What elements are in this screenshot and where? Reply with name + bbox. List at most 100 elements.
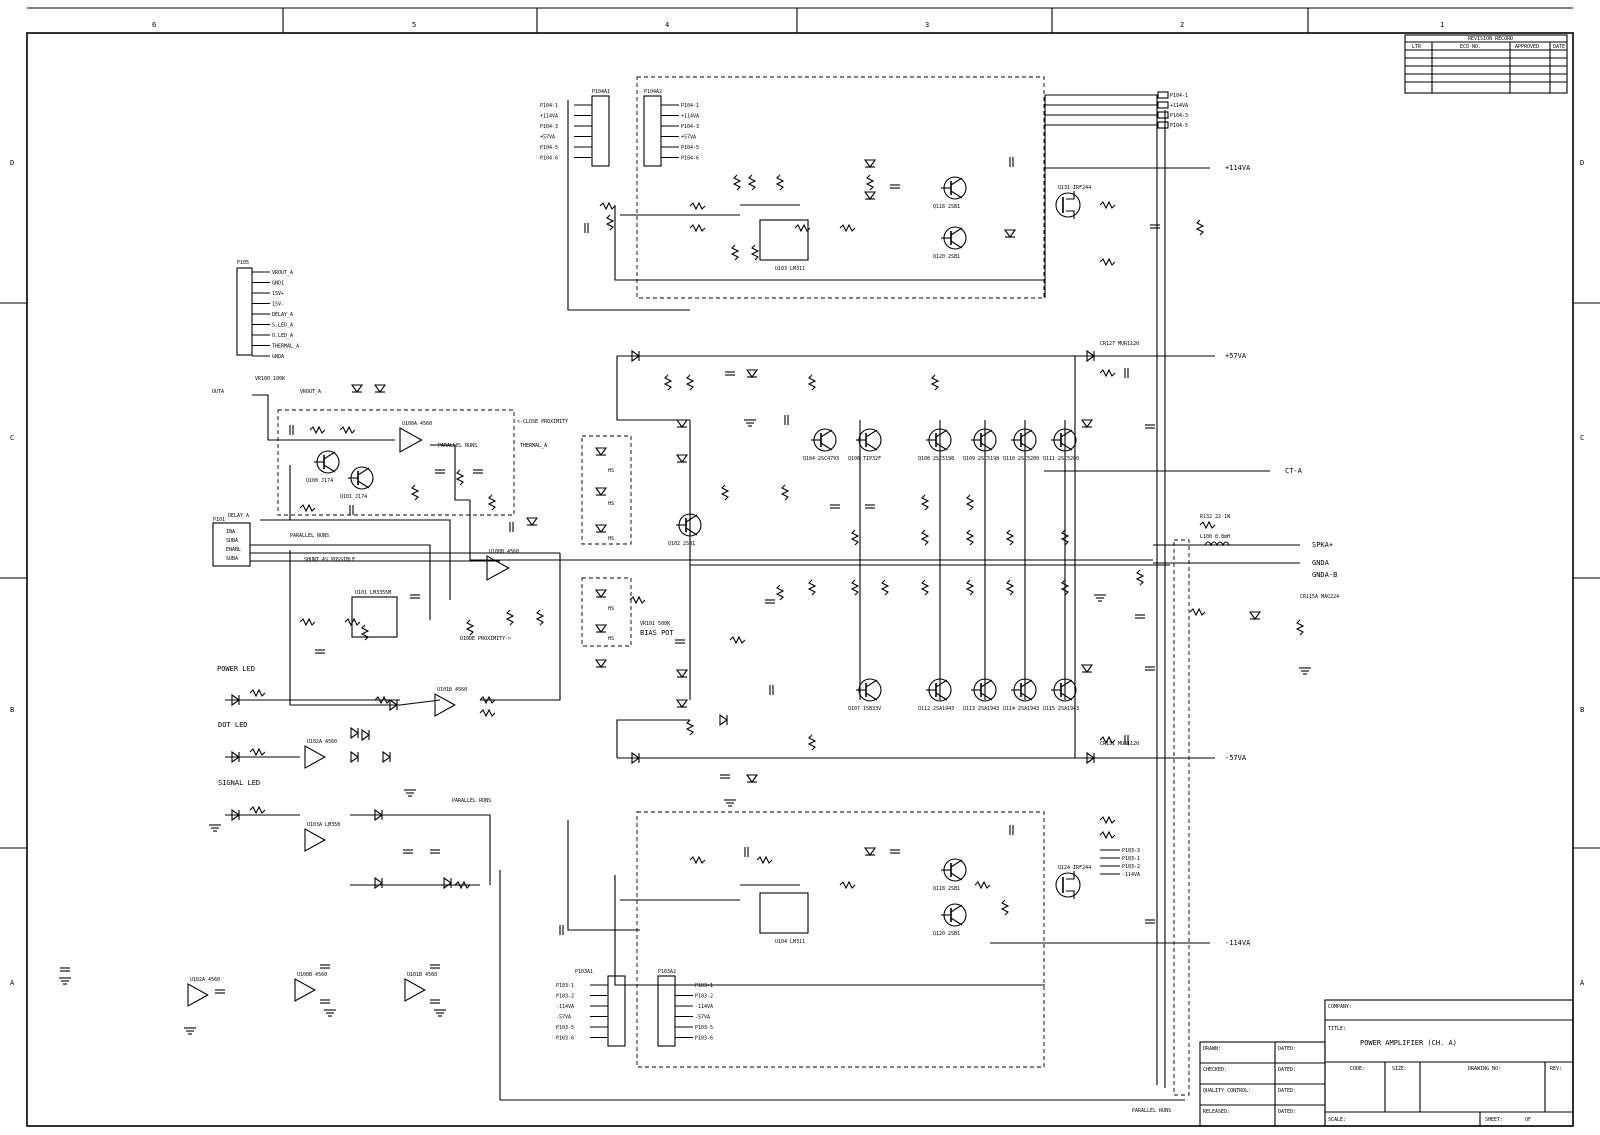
diode [443,876,452,890]
transistor-emitter [865,692,878,701]
resistor [965,494,975,511]
rail-m57: -57VA [1225,754,1247,762]
transistor-collector [1060,679,1073,688]
resistor [1099,735,1116,745]
pin-label: THERMAL_A [272,344,299,350]
zone-label-top-2: 2 [1180,21,1184,29]
thermal-a-label: THERMAL_A [520,443,547,449]
resistor [1099,257,1116,267]
resistor [865,174,875,191]
opamp-symbol [304,745,326,769]
outa-label: OUTA [212,389,224,395]
pin-label: P103-6 [556,1036,574,1042]
resistor [689,855,706,865]
transistor-collector [357,467,370,476]
transistor-emitter [980,442,993,451]
rail-gnda: GNDA [1312,559,1330,567]
transistor-collector [1020,429,1033,438]
transistor-collector [950,904,963,913]
pin-label: P103-2 [556,994,574,1000]
parallel-runs-label-2: PARALLEL RUNS [290,533,329,539]
zone-label-side-d: D [10,159,14,167]
resistor [685,719,695,736]
output-inductor [1204,541,1230,547]
transistor-emitter [865,442,878,451]
off-sheet-flag [1157,121,1169,129]
signal-led-label: SIGNAL LED [218,779,260,787]
diode [594,487,608,496]
resistor [730,244,740,261]
pin-label: P104-6 [681,156,699,162]
resistor [1295,619,1305,636]
opamp-symbol [404,978,426,1002]
zone-label-side-c: C [10,434,14,442]
resistor [756,855,773,865]
title-dated-4: DATED: [1278,1109,1296,1115]
mosfet-symbol [1055,192,1081,218]
transistor-label: Q118 2SB1 [933,886,960,892]
title-code-label: CODE: [1350,1066,1365,1072]
resistor [599,201,616,211]
resistor [299,617,316,627]
title-drawing-no-label: DRAWING NO: [1468,1066,1501,1072]
title-sheet-label: SHEET: [1485,1117,1503,1123]
cr115a-label: CR115A MAC224 [1300,594,1339,600]
driver-region-top [636,76,1045,299]
resistor [839,880,856,890]
resistor [807,734,817,751]
opamp-label: U102A 4560 [190,977,220,983]
hs-region-top [581,435,632,545]
zone-label-top-4: 4 [665,21,669,29]
zone-label-top-1: 1 [1440,21,1444,29]
rail-m114: -114VA [1225,939,1251,947]
resistor [839,223,856,233]
transistor-emitter [357,480,370,489]
diode [374,876,383,890]
pin-label: O.LED_A [272,333,293,339]
net-label: +114VA [1170,103,1188,109]
net-label: P103-3 [1122,848,1140,854]
resistor [965,529,975,546]
transistor-collector [950,859,963,868]
pin-label: P104-3 [681,124,699,130]
pin-label: P104-5 [540,145,558,151]
transistor-label: Q107 15B33V [848,706,881,712]
pin-label: +57VA [540,135,555,141]
l100-label: L100 0.8mH [1200,534,1230,540]
resistor [747,174,757,191]
cr131-label: CR131 MUR1120 [1100,741,1139,747]
title-drawn-label: DRAWN: [1203,1046,1221,1052]
transistor-emitter [950,872,963,881]
p101-pin-label: SUBA [226,556,238,562]
mosfet-label: Q131 IRF244 [1058,185,1091,191]
resistor [663,374,673,391]
resistor [729,635,746,645]
mosfet-source [1066,210,1075,219]
diode [350,384,364,393]
resistor [535,609,545,626]
pin-label: S.LED_A [272,323,293,329]
title-of-label: OF [1525,1117,1531,1123]
resistor [249,747,266,757]
resistor [775,584,785,601]
connector-p104a2 [643,95,662,167]
title-block: COMPANY: TITLE: POWER AMPLIFIER (CH. A) … [1199,999,1574,1127]
zone-label-side-a: A [10,979,15,987]
u104-label: U104 LM311 [775,939,805,945]
parallel-run-region [1173,539,1190,1096]
transistor-label: Q114 2SA1943 [1003,706,1039,712]
transistor-collector [935,679,948,688]
transistor-collector [935,429,948,438]
resistor [249,805,266,815]
resistor [487,494,497,511]
title-size-label: SIZE: [1392,1066,1407,1072]
regulator-u101 [351,596,398,638]
transistor-collector [865,429,878,438]
diode [675,669,689,678]
p104a2-title: P104A2 [644,89,662,95]
transistor-collector [1020,679,1033,688]
diode [382,750,391,764]
net-label: -114VA [1122,872,1140,878]
pin-label: P104-6 [540,156,558,162]
